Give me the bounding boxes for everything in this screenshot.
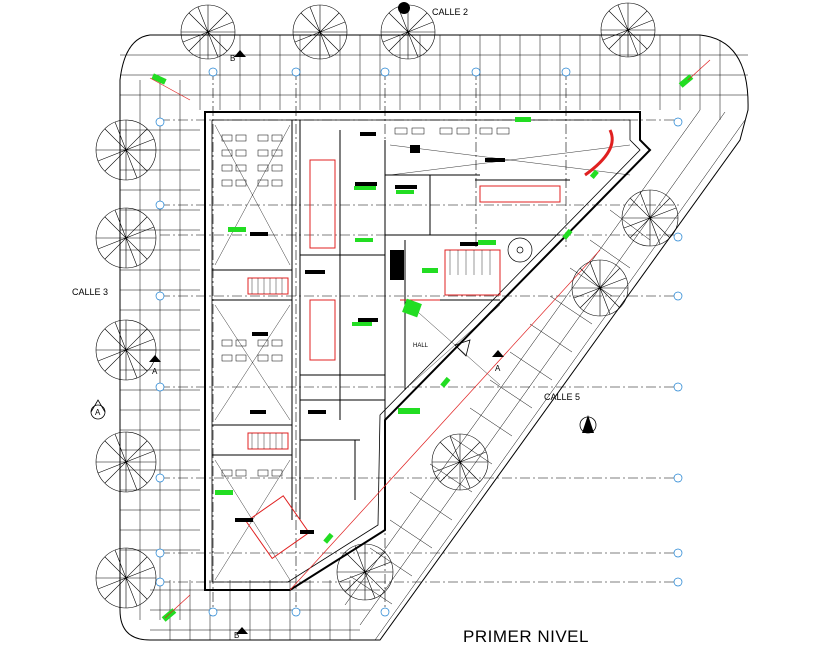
section-marker-a-east [492,350,504,357]
axis-bubble [291,607,301,617]
room-label-blocks [235,132,505,534]
tree [600,2,656,58]
axis-bubble [155,473,165,483]
hall-arrow-icon [454,339,471,357]
axis-bubble [673,382,683,392]
toilet-block-2 [309,299,336,361]
section-marker-a-west [149,355,161,362]
tree [621,189,679,247]
tree [380,4,436,60]
spiral-stair [507,237,533,263]
stair-northeast [584,129,614,177]
tree [95,207,157,269]
axis-bubble [291,67,301,77]
tree [95,547,157,609]
tree [95,431,157,493]
axis-bubbles [155,67,683,617]
axis-bubble [155,577,165,587]
axis-bubble [673,291,683,301]
elevation-marker-west [90,399,106,420]
section-label-b-south: B [234,631,239,640]
axis-bubble [673,577,683,587]
street-label-east: CALLE 5 [544,392,580,402]
axis-bubble [673,548,683,558]
axis-bubble [155,200,165,210]
axis-bubble [380,607,390,617]
axis-bubble [673,232,683,242]
axis-bubble [155,382,165,392]
stair-west-1 [247,277,289,295]
tree [95,319,157,381]
axis-bubble [561,67,571,77]
elevation-marker-north [398,2,410,14]
axis-bubble [155,548,165,558]
axis-bubble [673,117,683,127]
building-inner-wall [211,119,641,583]
tree [336,543,394,601]
hall-label: HALL [413,343,429,349]
red-stair-areas [245,129,614,560]
interior-walls [212,120,570,520]
axis-bubble [471,67,481,77]
elevation-label-west: A [95,408,101,417]
north-arrow-icon [579,415,597,434]
section-marker-b-south [236,627,248,634]
section-label-a-east: A [495,364,501,373]
tree [571,259,629,317]
axis-bubble [155,291,165,301]
desk-blocks [221,127,510,477]
stair-treads [251,250,491,449]
section-marker-b-north [234,50,246,57]
axis-bubble [155,117,165,127]
trees [95,2,679,609]
lot-boundary [119,34,749,641]
axis-bubble [208,67,218,77]
stair-south [245,495,310,560]
toilet-block-east [479,185,561,203]
toilet-block-1 [309,159,336,249]
axis-bubble [380,67,390,77]
plan-title: PRIMER NIVEL [463,627,589,646]
stair-central [444,249,501,296]
tree [95,119,157,181]
axis-bubble [673,473,683,483]
tree [292,4,348,60]
sidewalk-grid-north [120,35,748,120]
street-label-north: CALLE 2 [432,7,468,17]
street-label-west: CALLE 3 [72,287,108,297]
green-tags [151,73,694,622]
void-markers [214,124,631,581]
section-label-a-west: A [152,367,158,376]
tree [180,4,236,60]
axis-bubble [208,607,218,617]
tree [431,433,489,491]
stair-west-2 [247,432,289,450]
section-label-b-north: B [230,54,235,63]
red-site-lines [149,59,711,619]
spiral-stair-core [516,246,524,254]
